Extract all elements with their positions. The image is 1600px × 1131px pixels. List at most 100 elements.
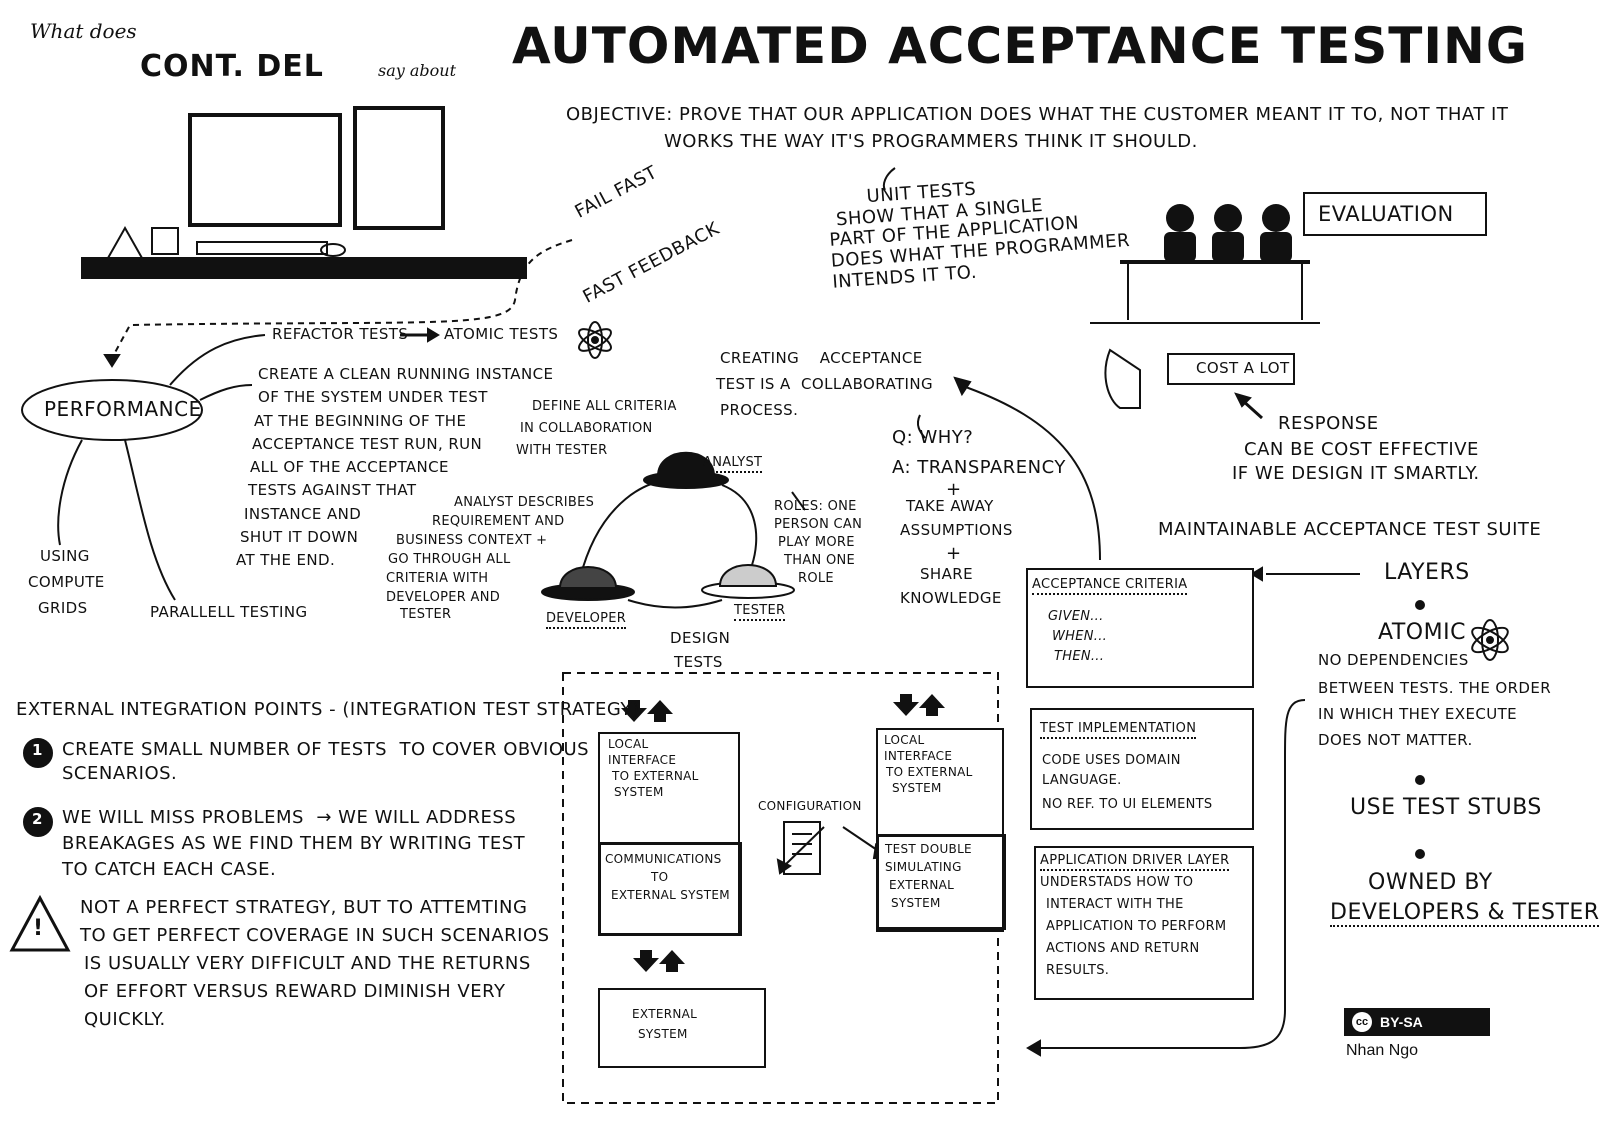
local-right-line: SYSTEM [892,781,942,795]
analyst-desc-line: REQUIREMENT AND [432,513,565,529]
mug [151,227,179,255]
double-line: SYSTEM [891,896,941,910]
license-text: BY-SA [1380,1014,1423,1030]
author-credit: Nhan Ngo [1346,1042,1419,1059]
integration-title: EXTERNAL INTEGRATION POINTS - (INTEGRATI… [16,699,640,720]
communications-box: COMMUNICATIONS TO EXTERNAL SYSTEM [598,842,742,936]
local-interface-left-box: LOCAL INTERFACE TO EXTERNAL SYSTEM COMMU… [598,732,742,936]
thumbs-down-icon [1104,348,1141,409]
objective-line1: OBJECTIVE: PROVE THAT OUR APPLICATION DO… [566,104,1509,125]
local-left-line: INTERFACE [608,753,677,767]
take-away-line1: TAKE AWAY [906,497,994,515]
tester-label: TESTER [734,603,786,621]
analyst-tester-arc [721,484,758,566]
perf-grids-line [57,439,83,546]
desk [81,257,527,279]
config-document-icon [783,821,821,875]
monitor-right [353,106,445,230]
suite-return-arrow [1040,699,1306,1049]
driver-line5: RESULTS. [1046,963,1110,978]
item1-line2: SCENARIOS. [62,763,178,784]
a-transparency: A: TRANSPARENCY [892,457,1066,478]
why-connector [916,414,926,439]
analyst-developer-arc [579,478,676,579]
clean-line: INSTANCE AND [244,504,362,523]
what-does-text: What does [30,19,137,43]
evaluators-icon [1164,204,1292,262]
owned-line1: OWNED BY [1368,870,1493,895]
updown-arrows-icon [621,694,945,972]
analyst-desc-line: DEVELOPER AND [386,589,501,605]
impl-title: TEST IMPLEMENTATION [1040,721,1197,739]
plus-2: + [946,543,962,564]
refactor-label: REFACTOR TESTS [272,325,409,343]
performance-ellipse [21,379,203,441]
atomic-desc-line1: NO DEPENDENCIES [1318,651,1469,669]
config-left-arrow [783,826,825,867]
creating-line1: CREATING ACCEPTANCE [720,349,923,367]
creating-line2: TEST IS A COLLABORATING [716,375,933,393]
roles-note: ROLES: ONE PERSON CAN PLAY MORE THAN ONE… [774,499,862,586]
item2-line2: BREAKAGES AS WE FIND THEM BY WRITING TES… [62,833,526,854]
performance-label: PERFORMANCE [44,397,202,421]
acceptance-criteria-box: ACCEPTANCE CRITERIA GIVEN... WHEN... THE… [1026,568,1254,688]
response-title: RESPONSE [1278,413,1379,434]
fail-fast-arrowhead [103,354,121,368]
impl-line3: NO REF. TO UI ELEMENTS [1042,797,1213,812]
impl-line2: LANGUAGE. [1042,773,1122,788]
criteria-when: WHEN... [1052,629,1108,644]
cost-bar [1167,353,1295,385]
local-left-line: TO EXTERNAL [612,769,699,783]
atomic-label: ATOMIC [1378,620,1466,645]
warning-icon [9,894,71,952]
evaluation-label: EVALUATION [1318,202,1454,226]
criteria-then: THEN... [1054,649,1105,664]
item3-line5: QUICKLY. [84,1009,166,1030]
impl-line1: CODE USES DOMAIN [1042,753,1181,768]
local-right-line: INTERFACE [884,749,953,763]
item3-line2: TO GET PERFECT COVERAGE IN SUCH SCENARIO… [80,925,550,946]
driver-title: APPLICATION DRIVER LAYER [1040,853,1230,871]
define-line1: DEFINE ALL CRITERIA [532,399,677,414]
analyst-desc-line: CRITERIA WITH [386,570,489,586]
perf-parallel-line [124,439,176,601]
roles-line: ROLE [798,570,834,586]
criteria-title: ACCEPTANCE CRITERIA [1032,577,1188,595]
item3-line1: NOT A PERFECT STRATEGY, BUT TO ATTEMTING [80,897,528,918]
creating-line3: PROCESS. [720,401,799,419]
config-right-arrow [842,826,881,853]
local-left-line: SYSTEM [614,785,664,799]
suite-title: MAINTAINABLE ACCEPTANCE TEST SUITE [1158,519,1542,540]
criteria-to-collab-arrow [959,384,1101,561]
test-implementation-box: TEST IMPLEMENTATION CODE USES DOMAIN LAN… [1030,708,1254,830]
developer-tester-arc [627,599,723,609]
comm-line: EXTERNAL SYSTEM [611,888,730,902]
number-1-text: 1 [32,741,43,759]
local-right-line: LOCAL [884,733,925,747]
item2-line1: WE WILL MISS PROBLEMS → WE WILL ADDRESS [62,807,517,828]
layers-label: LAYERS [1384,560,1470,585]
local-right-line: TO EXTERNAL [886,765,973,779]
clean-line: SHUT IT DOWN [240,527,359,546]
plus-1: + [946,479,962,500]
item2-line3: TO CATCH EACH CASE. [62,859,277,880]
clean-instance-note: CREATE A CLEAN RUNNING INSTANCE OF THE S… [236,365,553,569]
item1-line1: CREATE SMALL NUMBER OF TESTS TO COVER OB… [62,739,590,760]
double-line: SIMULATING [885,860,962,874]
clean-line: ALL OF THE ACCEPTANCE [250,458,449,476]
cost-label: COST A LOT [1196,359,1290,377]
local-left-line: LOCAL [608,737,649,751]
take-away-line2: ASSUMPTIONS [900,521,1013,539]
analyst-desc-line: ANALYST DESCRIBES [454,495,595,510]
comm-line: COMMUNICATIONS [605,852,722,866]
item3-line4: OF EFFORT VERSUS REWARD DIMINISH VERY [84,981,506,1002]
perf-clean-line [199,384,253,401]
clean-line: AT THE BEGINNING OF THE [254,411,467,430]
atomic-desc-line4: DOES NOT MATTER. [1318,731,1473,749]
objective-line2: WORKS THE WAY IT'S PROGRAMMERS THINK IT … [664,131,1198,152]
atom-icon-suite [1471,619,1509,661]
grids-line3: GRIDS [38,599,88,617]
say-about-text: say about [378,61,457,80]
clean-line: TESTS AGAINST THAT [248,481,417,500]
